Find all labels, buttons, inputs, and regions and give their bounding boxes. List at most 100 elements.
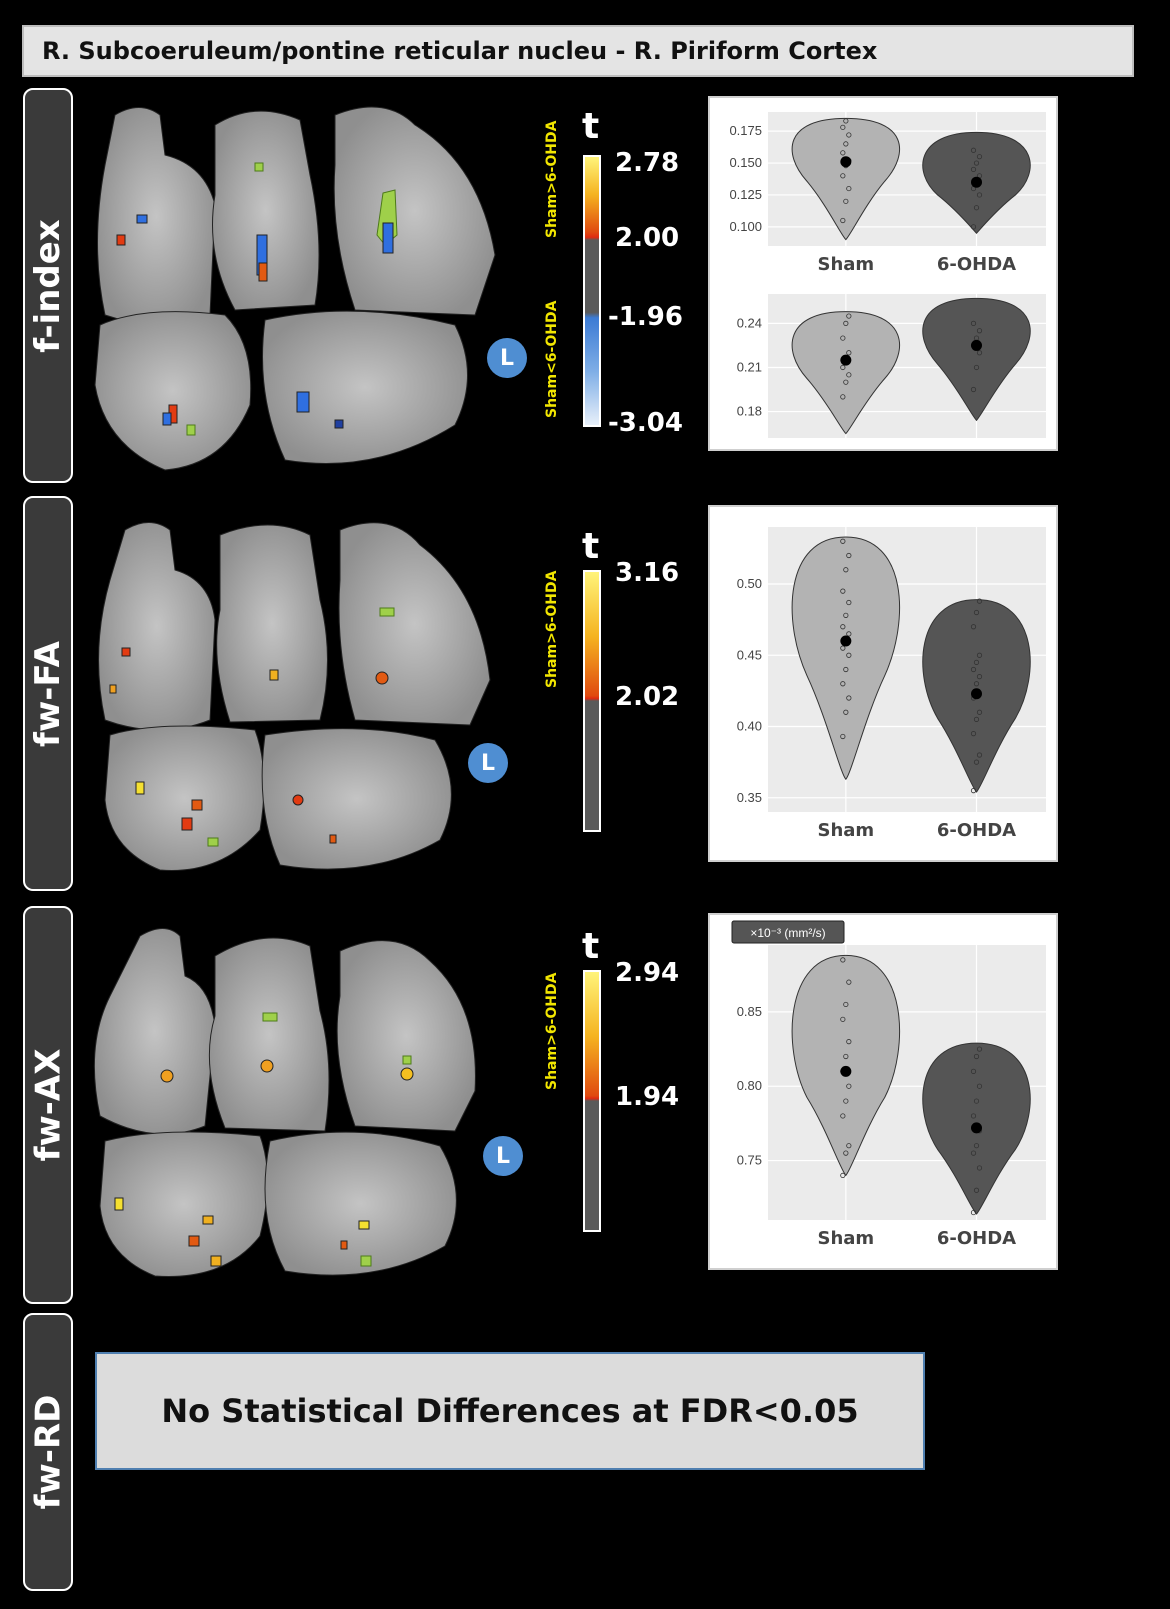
violin-chart-f-index-bottom: 0.180.210.24 [737, 294, 1046, 438]
brain-slices-fw-fa [98, 522, 491, 871]
y-tick-label: 0.75 [737, 1153, 762, 1168]
y-tick-label: 0.125 [729, 187, 762, 202]
data-point [843, 1053, 849, 1060]
data-point [973, 160, 980, 166]
data-point [843, 379, 849, 385]
data-point [973, 1143, 980, 1149]
x-tick-label: 6-OHDA [937, 1228, 1016, 1249]
y-tick-label: 0.150 [729, 155, 762, 170]
data-point [970, 788, 977, 794]
data-point [970, 320, 977, 326]
y-tick-label: 0.45 [737, 647, 762, 662]
data-point [973, 205, 980, 211]
data-point [970, 624, 977, 630]
data-point [840, 1016, 846, 1022]
orientation-left-badge: L [483, 1136, 523, 1176]
data-point [840, 957, 846, 963]
data-point [840, 124, 846, 130]
data-point [843, 1150, 849, 1156]
row-label-fw-rd: fw-RD [23, 1313, 73, 1591]
x-tick-label: Sham [817, 1228, 874, 1249]
data-point [976, 192, 983, 198]
mean-point [971, 339, 982, 351]
data-point [846, 132, 852, 138]
data-point [846, 372, 852, 378]
data-point [970, 166, 977, 173]
violin-6-ohda [922, 297, 1031, 422]
data-point [840, 733, 846, 740]
mean-point [971, 688, 982, 700]
data-point [973, 609, 980, 616]
data-point [840, 1113, 846, 1119]
y-tick-label: 0.40 [737, 719, 762, 734]
data-point [973, 759, 980, 765]
orientation-left-badge: L [468, 743, 508, 783]
y-tick-label: 0.175 [729, 123, 762, 138]
data-point [976, 598, 983, 604]
data-point [976, 674, 983, 680]
data-point [846, 979, 852, 985]
data-point [973, 659, 980, 665]
y-tick-label: 0.24 [737, 315, 762, 330]
data-point [970, 1209, 977, 1216]
data-point [846, 552, 852, 559]
data-point [973, 716, 980, 722]
data-point [970, 1150, 977, 1156]
data-point [840, 364, 846, 371]
units-label-box [731, 920, 845, 944]
y-tick-label: 0.50 [737, 576, 762, 591]
row-label-fw-fa: fw-FA [23, 496, 73, 891]
x-tick-label: Sham [817, 254, 874, 275]
data-point [840, 217, 846, 224]
data-point [843, 567, 849, 573]
brain-slices-fw-ax [93, 928, 476, 1277]
data-point [843, 118, 849, 124]
data-point [846, 1083, 852, 1089]
data-point [843, 141, 849, 147]
data-point [976, 752, 983, 758]
y-tick-label: 0.80 [737, 1078, 762, 1093]
data-point [840, 335, 846, 341]
data-point [840, 645, 846, 651]
x-tick-label: 6-OHDA [937, 820, 1016, 841]
brain-slices-f-index [94, 106, 496, 471]
data-point [970, 1113, 977, 1119]
data-point [973, 1187, 980, 1193]
data-point [973, 681, 980, 687]
y-tick-label: 0.35 [737, 790, 762, 805]
data-point [840, 624, 846, 630]
data-point [976, 350, 983, 356]
data-point [840, 173, 846, 179]
data-point [840, 394, 846, 400]
mean-point [971, 176, 982, 188]
row-label-fw-ax: fw-AX [23, 906, 73, 1304]
colorbar-f-index: t Sham>6-OHDA Sham<6-OHDA 2.78 2.00 -1.9… [544, 106, 683, 438]
orientation-left-badge: L [487, 338, 527, 378]
data-point [846, 313, 852, 319]
data-point [843, 709, 849, 715]
colorbar-gradient [583, 570, 601, 832]
data-point [846, 652, 852, 658]
y-tick-label: 0.85 [737, 1004, 762, 1019]
data-point [840, 150, 846, 156]
data-point [840, 681, 846, 687]
violin-sham [791, 117, 900, 241]
mean-point [840, 354, 852, 366]
colorbar-fw-fa: t Sham>6-OHDA 3.16 2.02 [540, 520, 700, 840]
data-point [843, 612, 849, 618]
data-point [843, 1001, 849, 1008]
figure-title: R. Subcoeruleum/pontine reticular nucleu… [22, 25, 1134, 77]
data-point [846, 599, 852, 606]
colorbar-gradient [583, 155, 601, 427]
data-point [970, 147, 977, 153]
data-point [973, 1053, 980, 1060]
data-point [976, 328, 983, 334]
violin-sham [791, 311, 900, 435]
no-differences-message: No Statistical Differences at FDR<0.05 [95, 1352, 925, 1470]
data-point [973, 364, 980, 371]
data-point [843, 320, 849, 326]
